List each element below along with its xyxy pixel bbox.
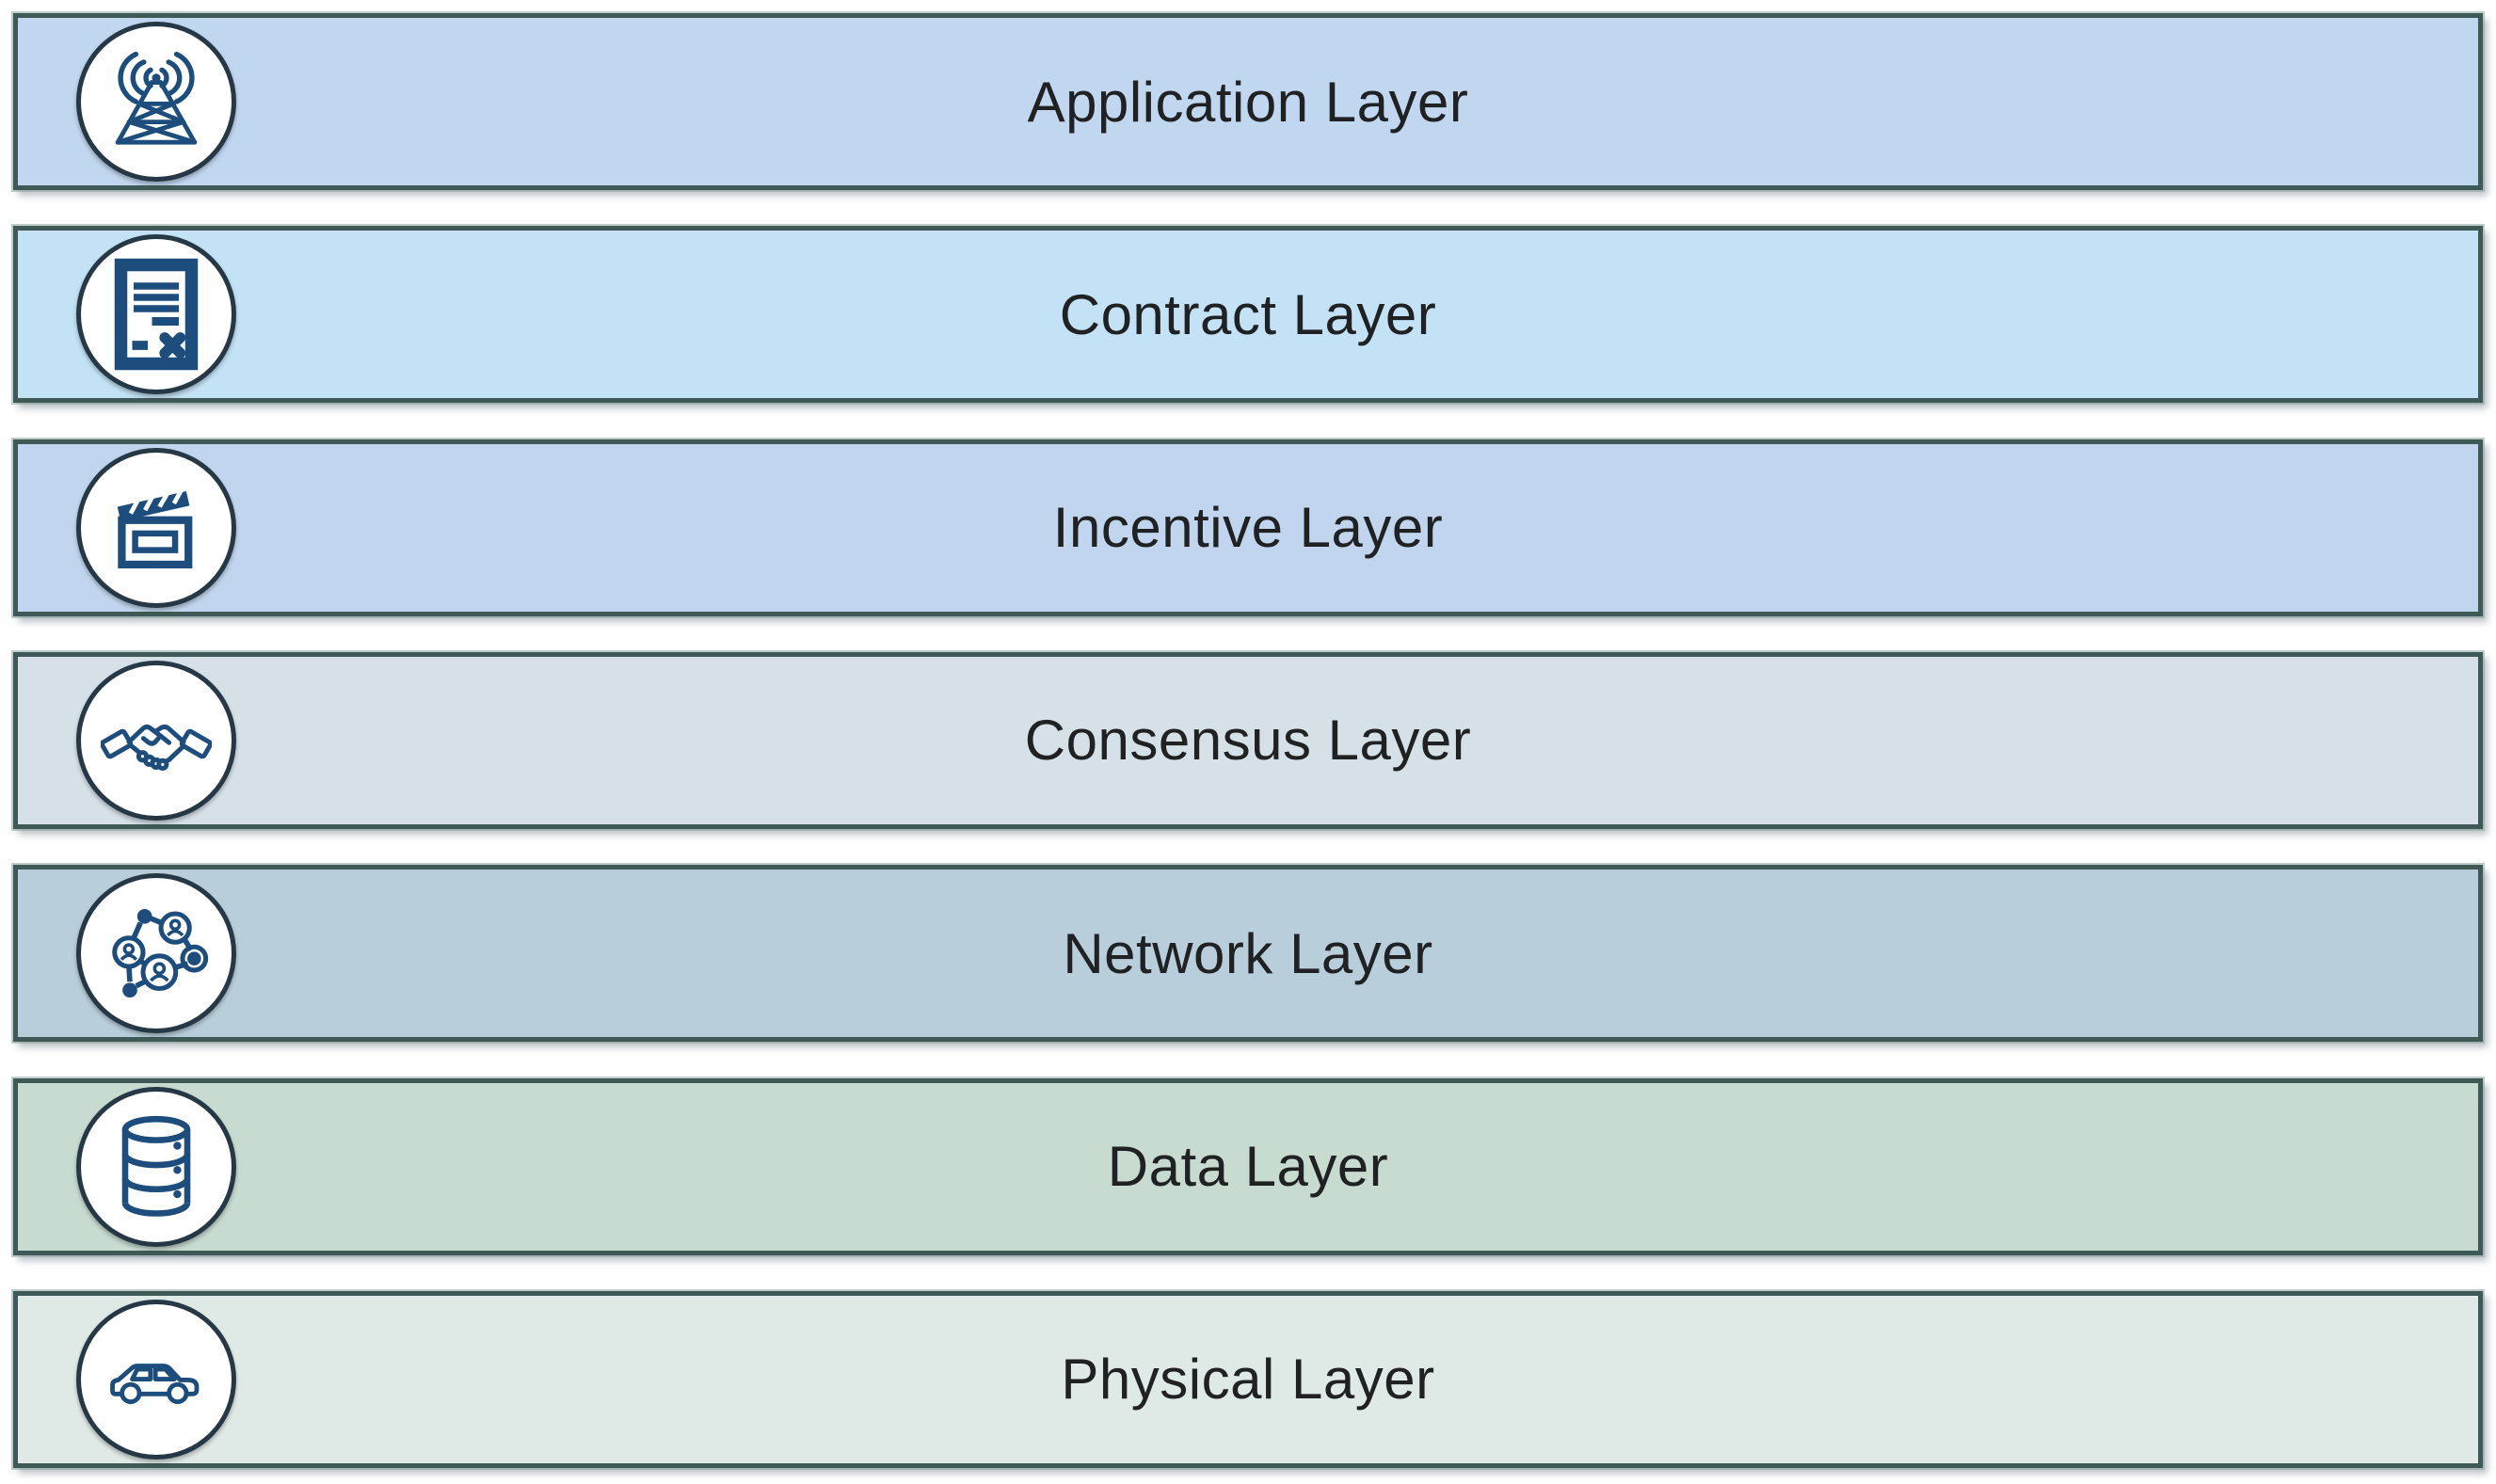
layer-row-contract: Contract Layer <box>13 226 2483 404</box>
layer-label: Incentive Layer <box>1052 496 1444 560</box>
layer-label: Consensus Layer <box>1024 709 1472 773</box>
handshake-icon <box>76 660 236 821</box>
layer-row-application: Application Layer <box>13 13 2483 190</box>
layer-label: Contract Layer <box>1059 282 1437 346</box>
layer-row-data: Data Layer <box>13 1077 2483 1255</box>
layer-row-physical: Physical Layer <box>13 1290 2483 1468</box>
layer-label: Application Layer <box>1027 70 1469 134</box>
layer-row-consensus: Consensus Layer <box>13 651 2483 829</box>
layer-label: Physical Layer <box>1061 1348 1435 1412</box>
database-icon <box>76 1086 236 1247</box>
car-icon <box>76 1299 236 1460</box>
layer-row-network: Network Layer <box>13 865 2483 1043</box>
layer-label: Network Layer <box>1063 921 1433 985</box>
contract-document-icon <box>76 234 236 395</box>
layer-label: Data Layer <box>1107 1135 1389 1199</box>
layer-row-incentive: Incentive Layer <box>13 439 2483 616</box>
clapperboard-icon <box>76 447 236 608</box>
radio-tower-icon <box>76 22 236 182</box>
network-nodes-icon <box>76 873 236 1034</box>
